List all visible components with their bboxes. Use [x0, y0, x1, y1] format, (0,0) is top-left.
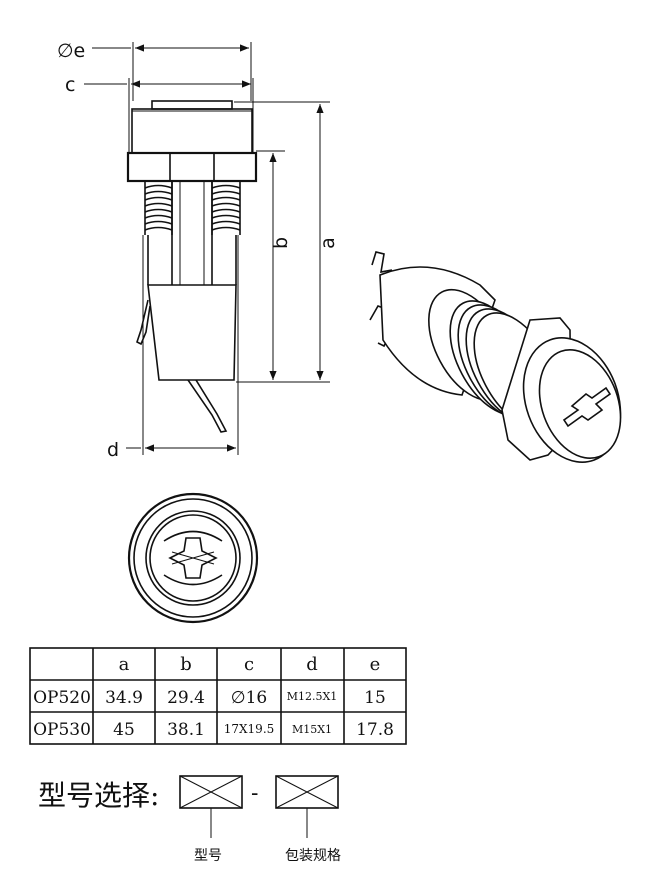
dim-label-a: a	[317, 237, 339, 249]
table-cell-e: 17.8	[356, 720, 394, 740]
model-selection-label: 型号选择:	[38, 779, 159, 812]
selection-separator: -	[251, 781, 258, 806]
thread-right	[211, 181, 241, 235]
package-box-caption: 包装规格	[285, 848, 341, 864]
table-header-d: d	[306, 654, 318, 675]
table-cell-d: M12.5X1	[287, 690, 338, 703]
table-cell-c: ∅16	[231, 688, 267, 708]
top-view	[127, 492, 259, 624]
table-header-b: b	[180, 654, 192, 675]
table-header-e: e	[370, 654, 381, 675]
table-header-c: c	[244, 654, 254, 675]
table-cell-a: 45	[113, 720, 135, 740]
table-header-a: a	[119, 654, 130, 675]
dim-label-b: b	[270, 237, 292, 249]
table-cell-model: OP530	[33, 720, 91, 740]
table-cell-e: 15	[364, 688, 386, 708]
table-cell-b: 29.4	[167, 688, 205, 708]
table-cell-model: OP520	[33, 688, 91, 708]
spec-table: a b c d e OP520 34.9 29.4 ∅16 M12.5X1 15…	[29, 647, 407, 745]
dimension-text: ∅e c d b a	[57, 40, 339, 461]
dim-label-phi-e: ∅e	[57, 40, 85, 62]
isometric-view	[369, 251, 622, 463]
package-box	[275, 775, 339, 809]
model-box-caption: 型号	[194, 848, 222, 864]
table-cell-b: 38.1	[167, 720, 205, 740]
dim-label-d: d	[107, 439, 119, 461]
table-cell-a: 34.9	[105, 688, 143, 708]
front-view	[126, 100, 258, 433]
model-box	[179, 775, 243, 809]
thread-left	[144, 181, 173, 235]
table-cell-d: M15X1	[292, 723, 332, 736]
dim-label-c: c	[65, 74, 75, 96]
table-cell-c: 17X19.5	[224, 722, 275, 736]
model-selection: 型号选择: - 型号 包装规格	[38, 775, 341, 864]
dimension-lines	[84, 42, 330, 455]
